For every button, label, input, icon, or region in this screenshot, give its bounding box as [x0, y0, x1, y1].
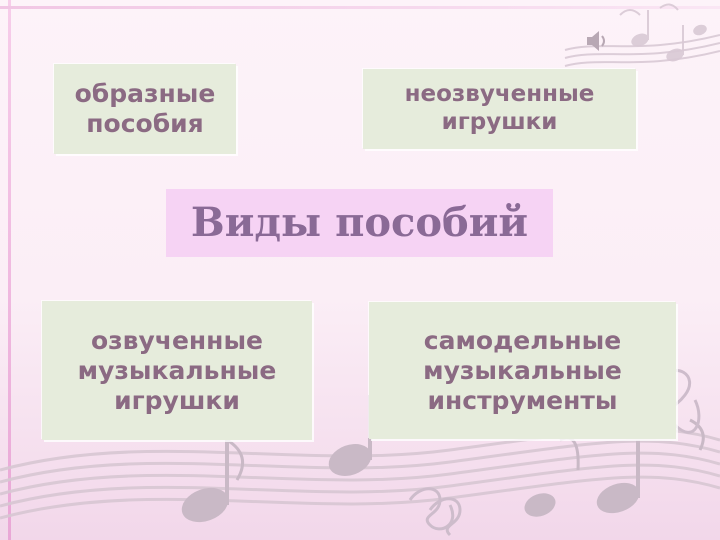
visual-aids-box: образные пособия — [54, 64, 236, 154]
sounding-toys-label: озвученные музыкальные игрушки — [77, 325, 277, 415]
left-frame-border — [8, 0, 11, 540]
visual-aids-label: образные пособия — [74, 79, 216, 138]
top-frame-border — [0, 6, 720, 9]
homemade-instruments-label: самодельные музыкальные инструменты — [423, 325, 622, 415]
sounding-toys-box: озвученные музыкальные игрушки — [42, 301, 312, 440]
slide-title: Виды пособий — [190, 199, 529, 246]
homemade-instruments-box: самодельные музыкальные инструменты — [369, 302, 676, 439]
speaker-icon[interactable] — [584, 28, 610, 54]
silent-toys-label: неозвученные игрушки — [404, 81, 595, 135]
slide-title-box: Виды пособий — [166, 189, 553, 257]
silent-toys-box: неозвученные игрушки — [363, 69, 636, 149]
